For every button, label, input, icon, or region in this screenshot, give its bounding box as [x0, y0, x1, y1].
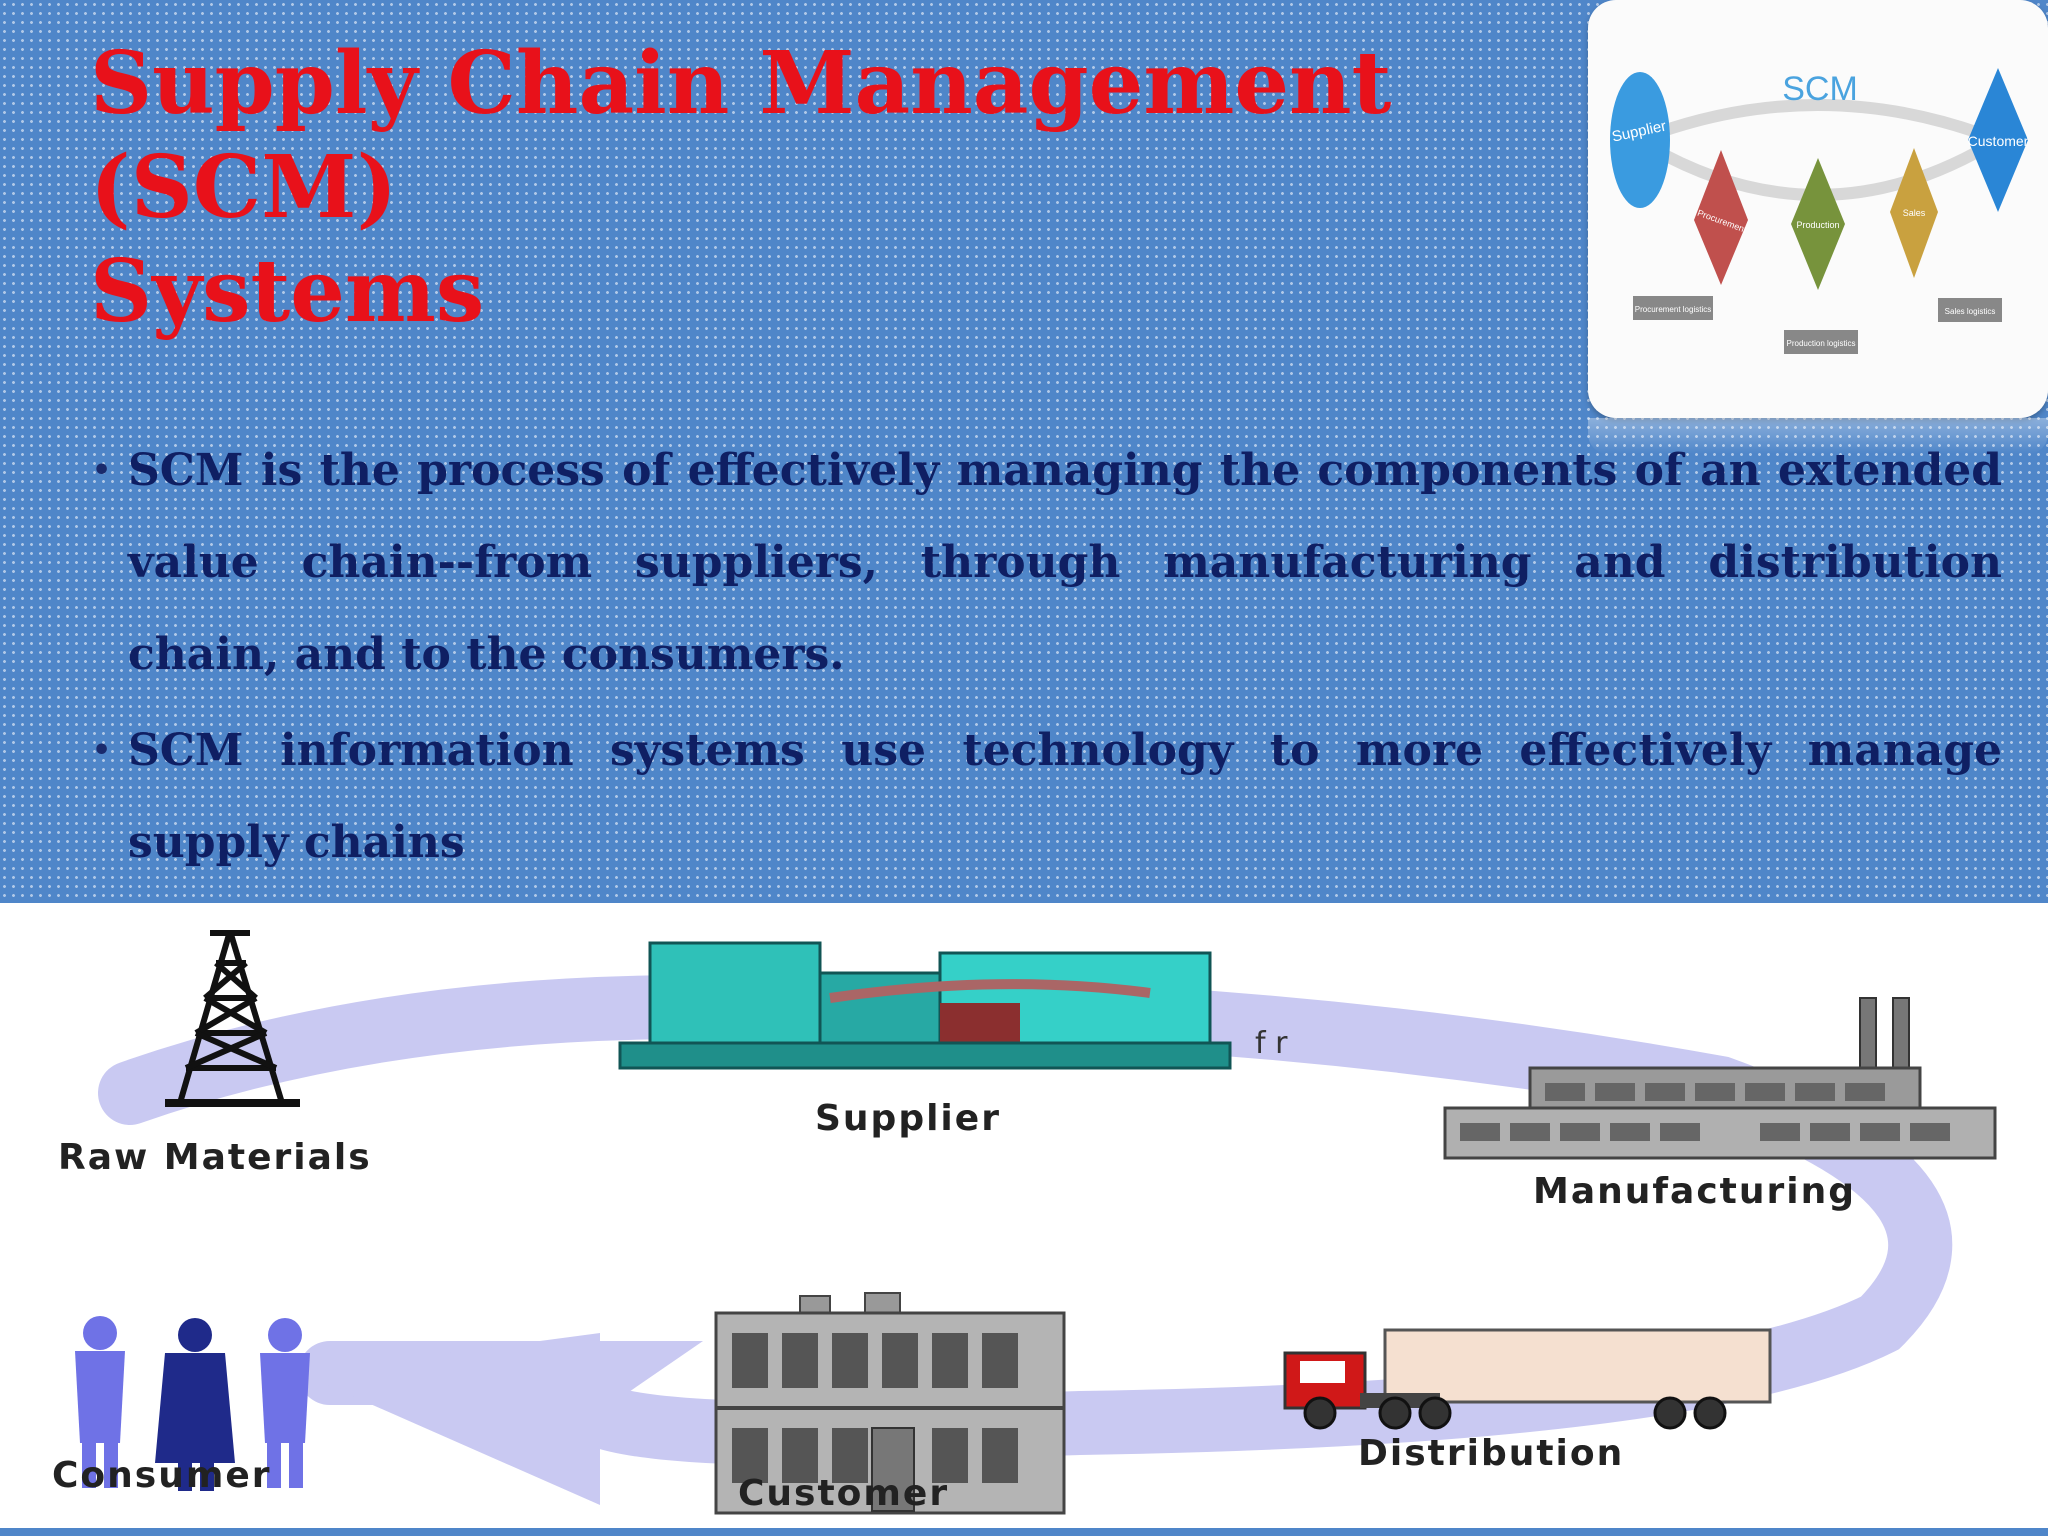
thumb-production-label: Production	[1796, 220, 1839, 230]
manufacturing-label: Manufacturing	[1533, 1171, 1856, 1212]
scm-thumbnail-svg: SCM Supplier Customer Procurement Produc…	[1610, 68, 2029, 354]
raw-materials-label: Raw Materials	[58, 1137, 372, 1178]
production-diamond	[1791, 158, 1845, 290]
supplier-label: Supplier	[815, 1098, 1001, 1139]
thumbnail-reflection	[1588, 418, 2048, 454]
customer-label: Customer	[738, 1473, 950, 1514]
bullet-text: SCM is the process of effectively managi…	[128, 445, 2002, 680]
title-line-2: Systems	[90, 241, 485, 342]
flow-diagram-svg: f r	[75, 930, 1997, 1515]
supplier-oval	[1610, 72, 1670, 208]
bullet-item: • SCM information systems use technology…	[92, 705, 2002, 889]
flow-arrowhead-icon	[300, 1333, 600, 1505]
customer-building-icon	[714, 1292, 1066, 1515]
procurement-diamond	[1694, 150, 1748, 285]
delivery-truck-icon	[1283, 1328, 1772, 1430]
thumb-production-logistics: Production logistics	[1787, 339, 1856, 348]
thumb-sales-label: Sales	[1903, 208, 1926, 218]
production-logistics-box	[1784, 330, 1858, 354]
bullet-icon: •	[92, 733, 112, 768]
scm-thumbnail-image: SCM Supplier Customer Procurement Produc…	[1588, 0, 2048, 418]
thumb-sales-logistics: Sales logistics	[1945, 307, 1996, 316]
scm-center-label: SCM	[1782, 70, 1858, 108]
consumer-label: Consumer	[52, 1455, 272, 1496]
supply-chain-flow-diagram: f r	[0, 903, 2048, 1527]
sales-logistics-box	[1938, 298, 2002, 322]
consumer-people-icon	[75, 1316, 310, 1491]
bullet-item: • SCM is the process of effectively mana…	[92, 425, 2002, 701]
procurement-logistics-box	[1633, 296, 1713, 320]
bottom-accent-bar	[0, 1528, 2048, 1536]
factory-icon	[1443, 997, 1997, 1160]
distribution-label: Distribution	[1358, 1433, 1625, 1474]
slide-title: Supply Chain Management (SCM) Systems	[90, 32, 1570, 344]
sales-diamond	[1890, 148, 1938, 278]
thumb-procurement-logistics: Procurement logistics	[1635, 305, 1711, 314]
bullet-list: • SCM is the process of effectively mana…	[92, 425, 2002, 893]
thumb-customer-label: Customer	[1968, 133, 2029, 149]
title-line-1: Supply Chain Management (SCM)	[90, 33, 1392, 238]
bullet-text: SCM information systems use technology t…	[128, 725, 2002, 868]
customer-diamond	[1968, 68, 2028, 212]
bullet-icon: •	[92, 453, 112, 488]
oil-derrick-icon	[165, 930, 300, 1107]
supplier-plant-icon: f r	[618, 941, 1288, 1070]
svg-text:f r: f r	[1255, 1026, 1288, 1061]
